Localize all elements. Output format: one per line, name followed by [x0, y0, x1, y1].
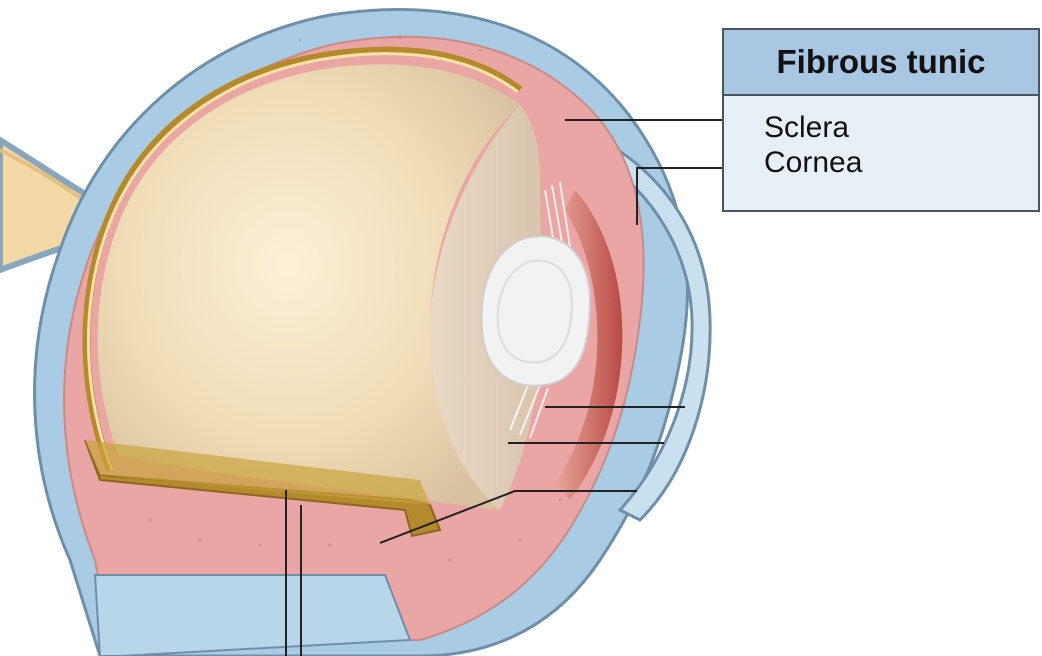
legend-item-sclera: Sclera — [764, 110, 1038, 145]
legend-box: Fibrous tunic Sclera Cornea — [722, 28, 1040, 212]
legend-items: Sclera Cornea — [724, 96, 1038, 180]
legend-item-cornea: Cornea — [764, 145, 1038, 180]
legend-title: Fibrous tunic — [724, 30, 1038, 96]
